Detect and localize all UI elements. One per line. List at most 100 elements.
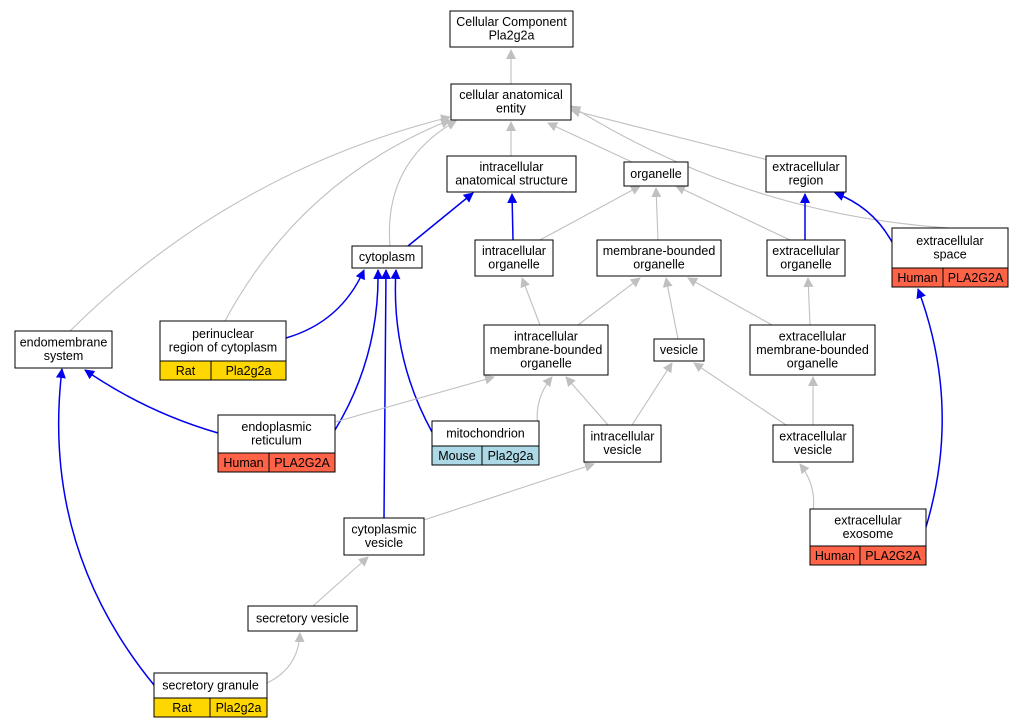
edge-ecspace-is_a-cae (570, 105, 951, 229)
edge-imbo-is_a-mbo (577, 277, 641, 326)
edge-secgran-part_of-endomem (55, 368, 155, 686)
node-box (483, 324, 609, 376)
edge-icorg-part_of-ias (507, 193, 518, 241)
edge-mito-part_of-cytoplasm (390, 269, 433, 433)
node-box (891, 227, 1009, 269)
node-box (449, 10, 574, 48)
node-vesicle[interactable]: vesicle (653, 338, 705, 362)
edge-cytves-is_a-icves (423, 462, 595, 521)
node-label-line: organelle (488, 258, 539, 272)
node-box (450, 83, 572, 121)
annotation-gene: PLA2G2A (865, 549, 921, 563)
edge-vesicle-is_a-mbo (662, 277, 679, 340)
node-label-line: organelle (780, 258, 831, 272)
node-box (749, 324, 876, 376)
edge-icorg-is_a-organelle (539, 185, 641, 241)
node-box (809, 508, 927, 547)
node-box (765, 155, 847, 193)
edge-imbo-is_a-icorg (520, 277, 541, 326)
edge-ecregion-is_a-cae (570, 107, 769, 161)
edge-exosome-part_of-ecspace (916, 288, 943, 528)
edge-ecves-is_a-vesicle (693, 362, 787, 426)
node-label-line: anatomical structure (455, 174, 568, 188)
node-label-line: extracellular (834, 514, 901, 528)
node-label-line: extracellular (772, 244, 839, 258)
edge-er-is_a-imbo (334, 374, 495, 423)
edge-icves-is_a-imbo (565, 376, 609, 426)
node-box (351, 245, 423, 269)
node-box (596, 239, 722, 277)
edge-mbo-is_a-organelle (651, 187, 662, 241)
annotation-gene: Pla2g2a (216, 701, 262, 715)
annotation-row (159, 360, 287, 381)
annotation-species: Human (897, 271, 937, 285)
node-box (159, 320, 287, 362)
node-label-line: Pla2g2a (489, 29, 535, 43)
node-label-line: entity (496, 102, 527, 116)
annotation-species: Rat (176, 364, 196, 378)
node-label-line: system (44, 349, 84, 363)
node-box (772, 424, 854, 463)
annotation-species: Human (223, 456, 263, 470)
node-box (766, 239, 846, 277)
node-label-line: mitochondrion (446, 426, 525, 440)
node-label-line: intracellular (480, 160, 544, 174)
edge-er-part_of-endomem (84, 369, 219, 434)
node-label-line: organelle (520, 356, 571, 370)
edge-cytoplasm-part_of-ias (407, 192, 474, 247)
annotation-gene: Pla2g2a (226, 364, 272, 378)
node-label-line: exosome (843, 527, 894, 541)
edge-er-part_of-cytoplasm (334, 269, 384, 431)
node-label-line: secretory vesicle (256, 611, 349, 625)
node-box (446, 155, 577, 193)
node-label-line: membrane-bounded (490, 343, 603, 357)
node-box (583, 424, 662, 463)
annotation-gene: PLA2G2A (274, 456, 330, 470)
edge-organelle-is_a-cae (547, 122, 633, 163)
node-label-line: cellular anatomical (459, 88, 563, 102)
edge-cytoplasm-is_a-cae (388, 120, 457, 247)
node-secves[interactable]: secretory vesicle (247, 605, 358, 632)
annotation-gene: Pla2g2a (488, 449, 534, 463)
node-box (217, 414, 336, 454)
node-label-line: vesicle (660, 343, 698, 357)
annotation-gene: PLA2G2A (948, 271, 1004, 285)
node-label-line: extracellular (779, 430, 846, 444)
node-label-line: cytoplasm (359, 250, 415, 264)
node-label-line: endomembrane (20, 336, 108, 350)
node-label-line: endoplasmic (241, 420, 311, 434)
node-organelle[interactable]: organelle (623, 161, 689, 187)
node-label-line: region (789, 174, 824, 188)
node-label-line: organelle (787, 356, 838, 370)
node-label-line: organelle (633, 258, 684, 272)
node-label-line: intracellular (482, 244, 546, 258)
node-label-line: intracellular (591, 430, 655, 444)
node-box (247, 605, 358, 632)
node-label-line: vesicle (365, 536, 403, 550)
node-box (653, 338, 705, 362)
node-label-line: region of cytoplasm (169, 341, 277, 355)
node-cytoplasm[interactable]: cytoplasm (351, 245, 423, 269)
edges-layer (55, 49, 951, 686)
node-label-line: extracellular (779, 329, 846, 343)
